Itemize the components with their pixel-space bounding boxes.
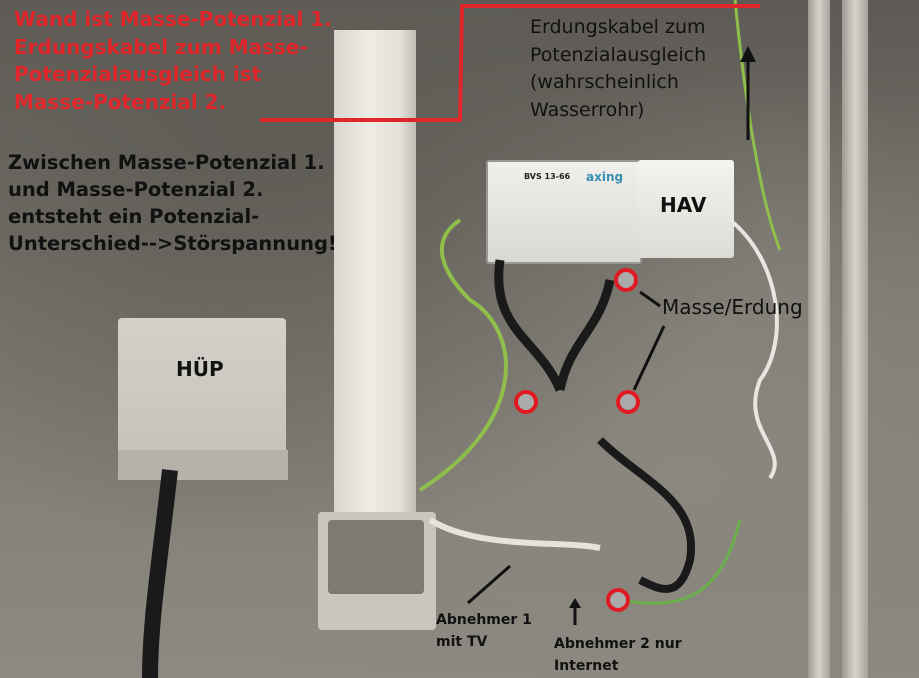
receiver2-arrow-head <box>569 598 581 608</box>
ground-cable-note: Erdungskabel zum Potenzialausgleich (wah… <box>530 14 706 124</box>
red-note-line: Potenzialausgleich ist <box>14 62 262 87</box>
up-arrow-head <box>740 46 756 62</box>
potential-difference-note: Zwischen Masse-Potenzial 1. und Masse-Po… <box>8 150 337 258</box>
power-cable <box>728 218 779 480</box>
ground-marker <box>616 390 640 414</box>
ground-cable <box>418 218 508 492</box>
black-cable <box>555 279 615 391</box>
red-note-line: Masse-Potenzial 2. <box>14 89 227 114</box>
receiver1-arrow <box>467 564 511 605</box>
note-line: Potenzialausgleich <box>530 43 707 66</box>
ground-arrow <box>639 290 661 308</box>
receiver2-label: Abnehmer 2 nur Internet <box>554 634 682 677</box>
label-line: Abnehmer 1 <box>436 612 532 628</box>
label-line: Internet <box>554 657 619 674</box>
note-line: entsteht ein Potenzial- <box>8 204 260 228</box>
note-line: Erdungskabel zum <box>530 16 706 38</box>
note-line: Wasserrohr) <box>530 98 645 121</box>
white-cable <box>428 517 601 551</box>
device-brand: axing <box>586 170 624 184</box>
hav-label: HAV <box>660 193 707 217</box>
red-note-line: Erdungskabel zum Masse- <box>14 34 308 59</box>
ground-marker <box>614 268 638 292</box>
label-line: mit TV <box>436 633 488 650</box>
red-note: Wand ist Masse-Potenzial 1. Erdungskabel… <box>14 6 332 116</box>
ground-marker <box>606 588 630 612</box>
black-cable <box>142 469 178 678</box>
ground-cable <box>619 519 742 605</box>
label-line: Abnehmer 2 nur <box>554 636 682 652</box>
note-line: Unterschied-->Störspannung! <box>8 231 337 255</box>
wall-pipe <box>842 0 868 678</box>
socket-lid <box>328 520 424 594</box>
receiver1-label: Abnehmer 1 mit TV <box>436 610 532 653</box>
note-line: Zwischen Masse-Potenzial 1. <box>8 151 325 174</box>
wall-pipe <box>808 0 830 678</box>
ground-arrow <box>632 325 666 391</box>
black-cable <box>597 437 696 593</box>
huep-label: HÜP <box>176 357 224 381</box>
black-cable <box>494 259 565 392</box>
ground-marker <box>514 390 538 414</box>
red-note-line: Wand ist Masse-Potenzial 1. <box>14 7 332 31</box>
note-line: (wahrscheinlich <box>530 71 679 94</box>
ground-cable <box>733 0 782 251</box>
huep-box-base <box>118 450 288 480</box>
ground-label: Masse/Erdung <box>662 295 803 319</box>
cable-duct <box>334 30 416 530</box>
red-arrow-line <box>260 4 760 122</box>
device-model: BVS 13-66 <box>524 172 571 181</box>
note-line: und Masse-Potenzial 2. <box>8 177 264 201</box>
hav-device <box>638 160 734 258</box>
